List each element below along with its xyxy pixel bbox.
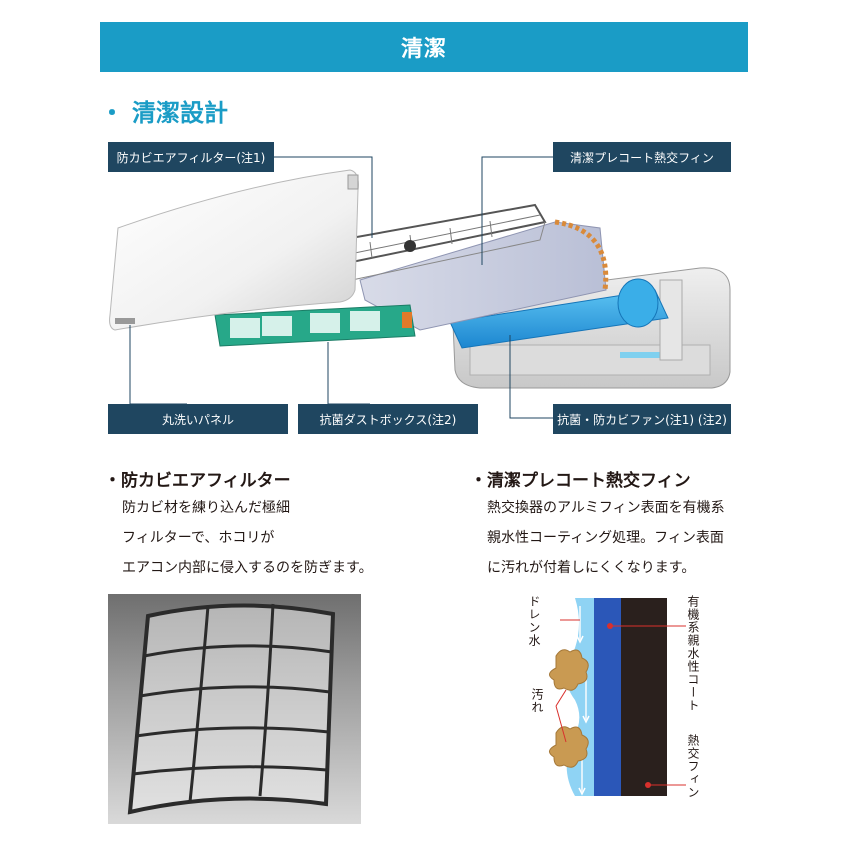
fin-desc-line: 熱交換器のアルミフィン表面を有機系 [487,500,725,516]
callout-dust-box-text: 抗菌ダストボックス(注2) [319,412,457,427]
callout-precoat-fin: 清潔プレコート熱交フィン [553,142,731,172]
filter-desc-line: エアコン内部に侵入するのを防ぎます。 [122,560,373,576]
section-banner: 清潔 [100,22,748,72]
banner-title: 清潔 [400,37,447,62]
filter-photo [108,594,361,824]
drain-water-label: ドレン水 [527,595,541,647]
unit-body [451,267,731,389]
callout-fan: 抗菌・防カビファン(注1) (注2) [553,404,731,434]
heading-bullet: ・ [100,99,124,127]
cross-flow-fan [449,278,669,349]
dirt-blob-top [549,649,589,691]
callout-filter-text: 防カビエアフィルター(注1) [116,150,266,165]
dirt-blob-bottom [549,726,589,768]
filter-photo-drawing [127,603,336,815]
section-heading: ・清潔設計 [100,93,228,128]
filter-desc-line: フィルターで、ホコリが [122,530,275,546]
filter-feature-title: ・防カビエアフィルター [104,471,291,491]
heading-text: 清潔設計 [132,99,228,127]
filter-feature-description: 防カビ材を練り込んだ極細 フィルターで、ホコリが エアコン内部に侵入するのを防ぎ… [122,493,373,583]
filter-frame [338,203,547,281]
fin-feature-description: 熱交換器のアルミフィン表面を有機系 親水性コーティング処理。フィン表面 に汚れが… [487,493,725,583]
fin-desc-line: に汚れが付着しにくくなります。 [487,560,696,576]
callout-fan-text: 抗菌・防カビファン(注1) (注2) [557,412,727,427]
fin-cross-section [549,598,686,796]
dirt-label: 汚れ [530,688,544,714]
callout-dust-box: 抗菌ダストボックス(注2) [298,404,478,434]
heat-exchanger [359,219,609,331]
fin-desc-line: 親水性コーティング処理。フィン表面 [487,530,724,546]
callout-precoat-fin-text: 清潔プレコート熱交フィン [570,150,714,165]
leader-lines [129,156,553,419]
front-panel [109,169,359,331]
coat-label: 有機系親水性コート [686,595,700,712]
filter-desc-line: 防カビ材を練り込んだ極細 [122,500,290,516]
fin-feature-title: ・清潔プレコート熱交フィン [470,471,691,491]
dust-box [214,304,416,347]
fin-label: 熱交フィン [686,734,700,799]
callout-panel: 丸洗いパネル [108,404,288,434]
callout-panel-text: 丸洗いパネル [161,412,234,427]
callout-filter: 防カビエアフィルター(注1) [108,142,274,172]
